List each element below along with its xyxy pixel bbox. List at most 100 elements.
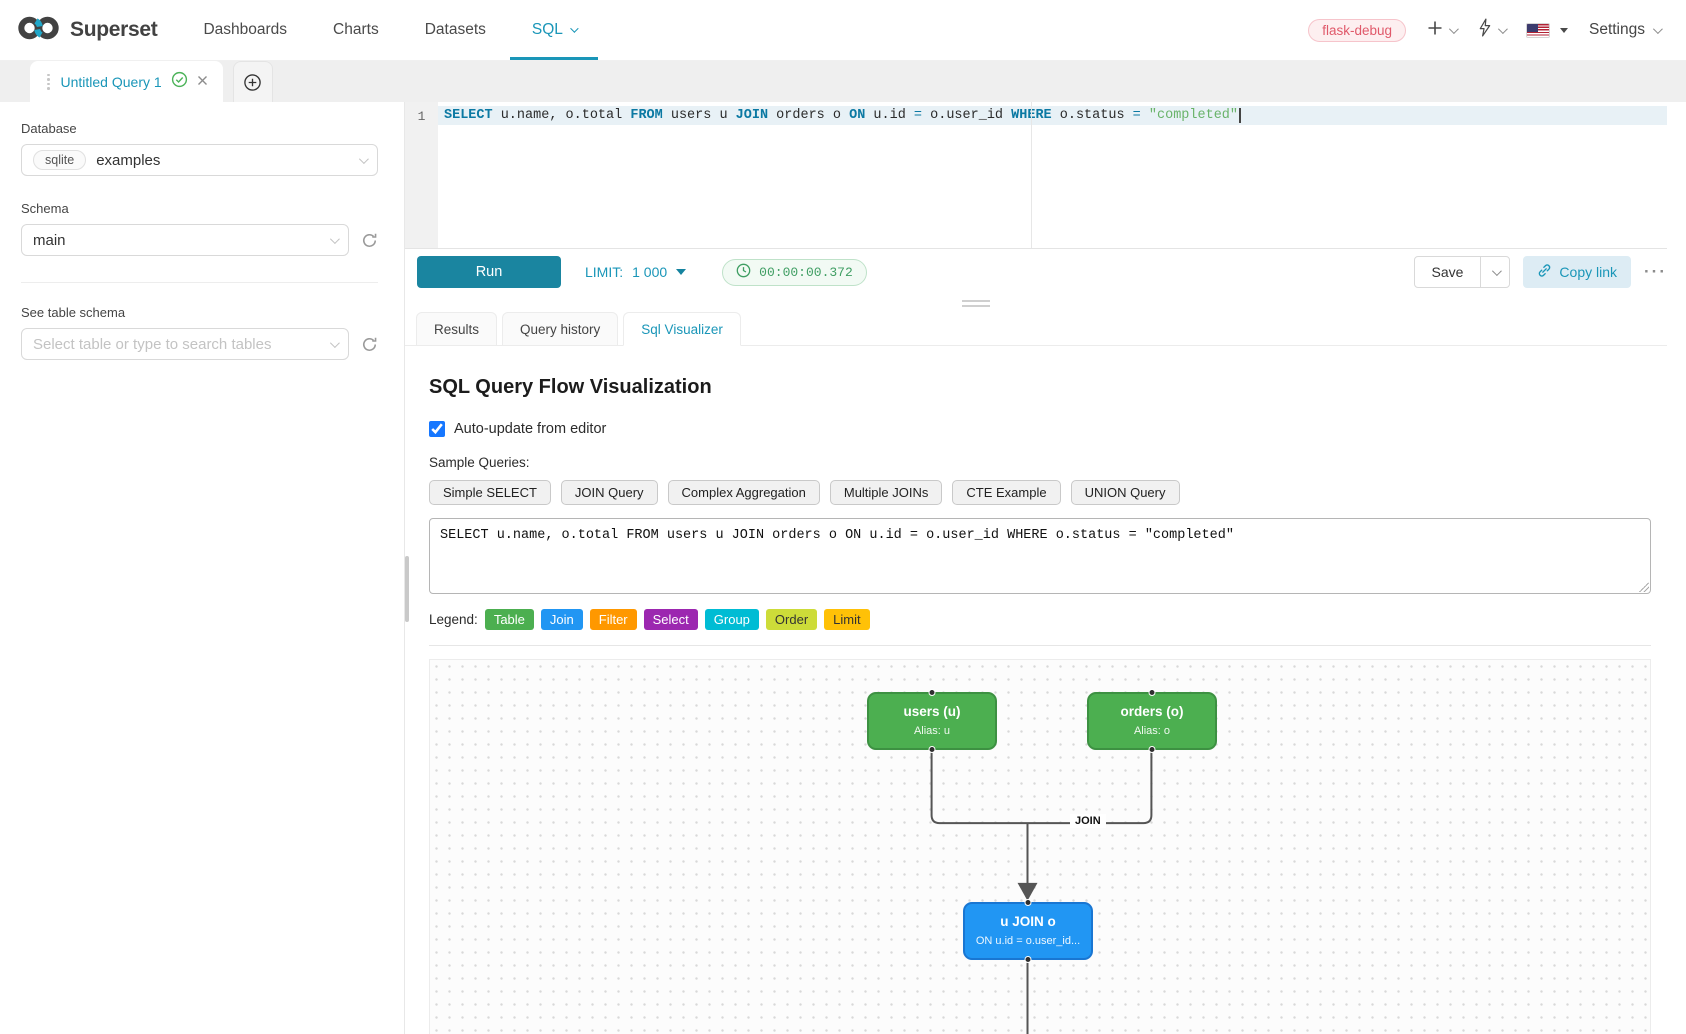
flow-canvas[interactable]: users (u) Alias: u orders (o) Alias: o u… [429, 659, 1651, 1034]
chevron-down-icon [1448, 23, 1459, 34]
query-tab-untitled[interactable]: Untitled Query 1 [30, 61, 223, 102]
link-icon [1537, 263, 1552, 281]
brand-name: Superset [70, 18, 158, 41]
node-subtitle: Alias: u [913, 725, 951, 737]
query-textarea-wrap: SELECT u.name, o.total FROM users u JOIN… [429, 518, 1651, 594]
table-schema-label: See table schema [21, 305, 126, 320]
node-subtitle: Alias: o [1133, 725, 1171, 737]
database-select[interactable]: sqlite examples [21, 144, 378, 176]
table-select[interactable]: Select table or type to search tables [21, 328, 349, 360]
auto-update-label: Auto-update from editor [454, 421, 607, 437]
superset-brand[interactable]: Superset [16, 0, 158, 60]
schema-label: Schema [21, 201, 69, 216]
node-handle [1148, 746, 1156, 753]
join-node[interactable]: u JOIN o ON u.id = o.user_id... [963, 899, 1093, 963]
table-select-placeholder: Select table or type to search tables [33, 335, 272, 353]
flow-edges [930, 746, 1153, 1034]
sample-cte-example-button[interactable]: CTE Example [952, 480, 1061, 505]
legend-label: Legend: [429, 612, 478, 627]
scrollbar-thumb[interactable] [405, 556, 409, 622]
sample-complex-aggregation-button[interactable]: Complex Aggregation [667, 480, 820, 505]
refresh-tables-icon[interactable] [361, 336, 378, 353]
tab-results[interactable]: Results [416, 312, 498, 346]
limit-value: 1 000 [632, 264, 668, 280]
tab-query-history[interactable]: Query history [502, 312, 619, 346]
text-cursor [1239, 108, 1241, 123]
environment-tag: flask-debug [1308, 18, 1406, 42]
new-item-menu[interactable] [1427, 20, 1459, 41]
query-search-menu[interactable] [1477, 18, 1508, 42]
us-flag-icon [1525, 22, 1550, 38]
sql-lab-main: 1 SELECT u.name, o.total FROM users u JO… [405, 102, 1686, 1034]
run-button[interactable]: Run [417, 256, 561, 288]
sample-multiple-joins-button[interactable]: Multiple JOINs [829, 480, 943, 505]
save-button[interactable]: Save [1431, 264, 1464, 280]
line-number: 1 [417, 109, 426, 124]
nav-datasets[interactable]: Datasets [424, 21, 486, 38]
more-menu-icon[interactable]: ··· [1644, 262, 1667, 281]
resize-gripper-icon[interactable] [1639, 582, 1649, 592]
new-query-tab-button[interactable] [232, 61, 273, 102]
table-node-orders[interactable]: orders (o) Alias: o [1087, 689, 1217, 753]
timer-value: 00:00:00.372 [759, 264, 853, 280]
editor-code-area[interactable]: SELECT u.name, o.total FROM users u JOIN… [438, 102, 1667, 248]
nav-sql[interactable]: SQL [509, 0, 598, 60]
query-textarea[interactable]: SELECT u.name, o.total FROM users u JOIN… [429, 518, 1651, 594]
pane-resize-row [405, 295, 1686, 311]
caret-down-icon [676, 269, 687, 275]
sample-simple-select-button[interactable]: Simple SELECT [429, 480, 551, 505]
legend-chip-filter: Filter [589, 609, 637, 630]
legend-chip-table: Table [484, 609, 534, 630]
settings-menu[interactable]: Settings [1589, 21, 1663, 39]
pane-resize-handle[interactable] [962, 300, 990, 310]
save-options-button[interactable] [1480, 257, 1509, 287]
editor-active-line: SELECT u.name, o.total FROM users u JOIN… [438, 106, 1667, 125]
language-picker[interactable] [1525, 22, 1568, 38]
auto-update-checkbox[interactable] [429, 421, 445, 437]
sidebar-divider [21, 282, 378, 283]
nav-dashboards[interactable]: Dashboards [203, 21, 288, 38]
sql-visualizer-panel: SQL Query Flow Visualization Auto-update… [405, 376, 1686, 1034]
copy-link-button[interactable]: Copy link [1523, 256, 1632, 288]
table-node-users[interactable]: users (u) Alias: u [867, 689, 997, 753]
schema-select[interactable]: main [21, 224, 349, 256]
chevron-down-icon [329, 337, 340, 348]
node-subtitle: ON u.id = o.user_id... [975, 935, 1081, 947]
limit-dropdown[interactable]: LIMIT: 1 000 [585, 264, 687, 280]
save-split-button: Save [1413, 256, 1511, 288]
node-handle [928, 689, 936, 696]
chevron-down-icon [358, 153, 369, 164]
sample-union-query-button[interactable]: UNION Query [1070, 480, 1180, 505]
sql-editor: 1 SELECT u.name, o.total FROM users u JO… [405, 102, 1667, 249]
sample-queries-row: Simple SELECT JOIN Query Complex Aggrega… [429, 480, 1651, 505]
clock-icon [736, 263, 751, 282]
nav-charts[interactable]: Charts [333, 21, 379, 38]
legend-chip-group: Group [704, 609, 759, 630]
drag-handle-icon[interactable] [45, 72, 52, 92]
tab-sql-visualizer[interactable]: Sql Visualizer [623, 312, 741, 346]
main-nav: Dashboards Charts Datasets SQL [201, 0, 598, 60]
legend-chip-order: Order [765, 609, 818, 630]
close-icon[interactable] [197, 73, 208, 91]
refresh-schemas-icon[interactable] [361, 232, 378, 249]
caret-down-icon [1559, 27, 1568, 33]
chevron-down-icon [1497, 23, 1508, 34]
database-label: Database [21, 121, 77, 136]
node-title: u JOIN o [1000, 914, 1056, 929]
schema-value: main [33, 231, 66, 249]
copy-link-label: Copy link [1559, 264, 1618, 280]
query-timer: 00:00:00.372 [722, 258, 867, 286]
editor-gutter: 1 [405, 102, 438, 248]
lightning-icon [1477, 18, 1492, 42]
node-handle [1148, 689, 1156, 696]
query-tab-title: Untitled Query 1 [60, 73, 162, 90]
legend-chip-select: Select [643, 609, 698, 630]
node-handle [1024, 899, 1032, 906]
sample-queries-label: Sample Queries: [429, 455, 530, 470]
plus-icon [1427, 20, 1443, 41]
sample-join-query-button[interactable]: JOIN Query [560, 480, 658, 505]
edge-label-join: JOIN [1070, 814, 1106, 828]
editor-toolbar: Run LIMIT: 1 000 00:00:00.372 Save [405, 249, 1686, 295]
legend-row: Legend: Table Join Filter Select Group O… [429, 609, 1651, 630]
query-tabstrip: Untitled Query 1 [0, 61, 1686, 102]
